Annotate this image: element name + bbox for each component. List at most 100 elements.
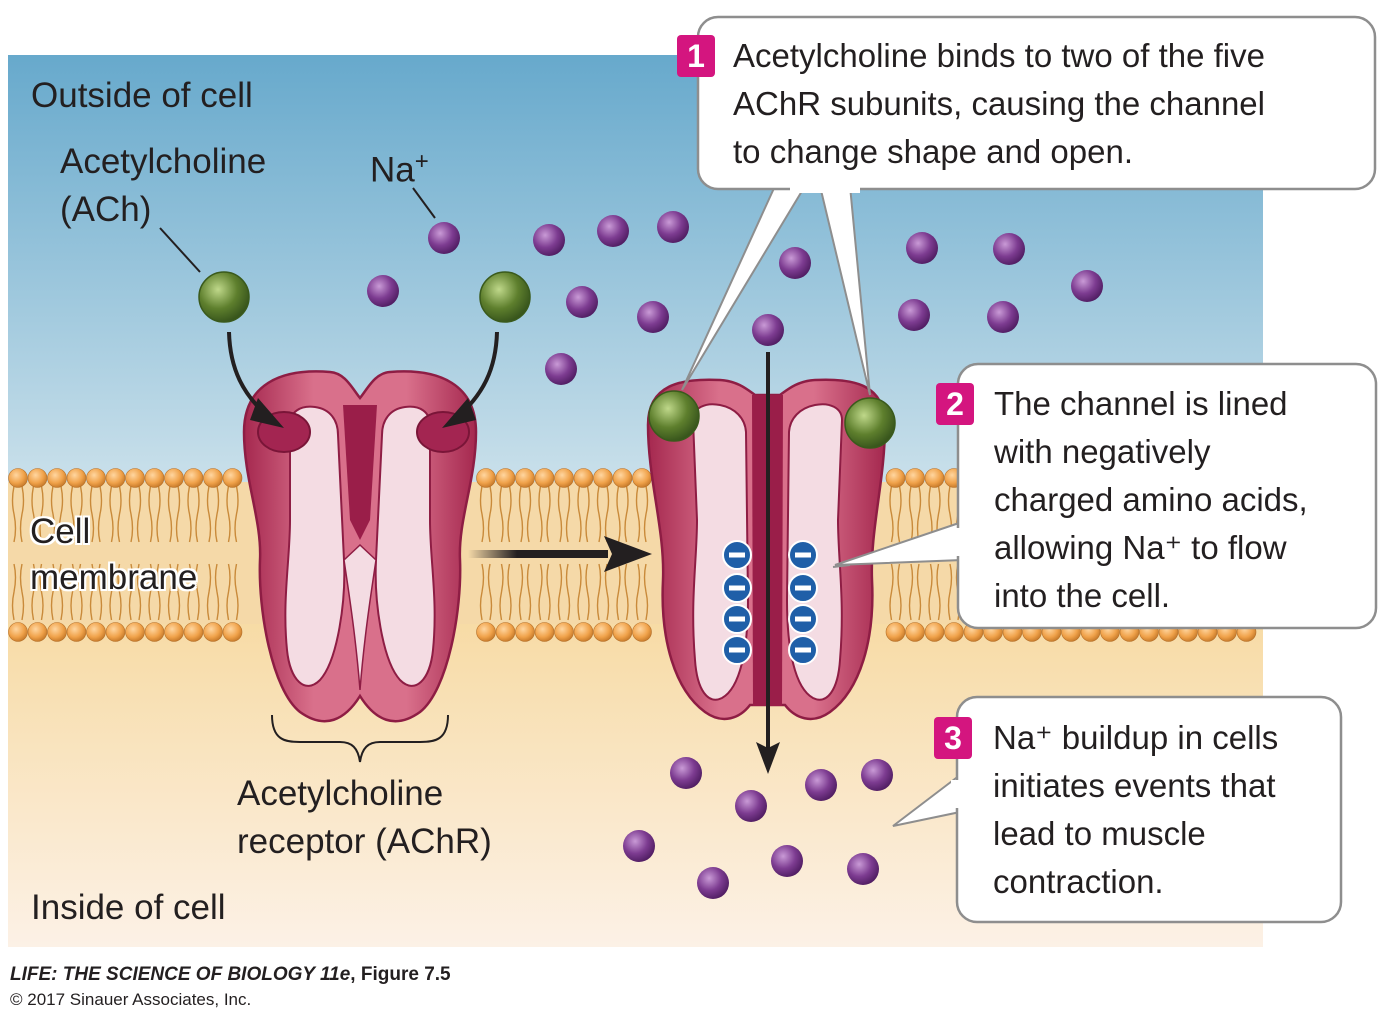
lipid-head [905, 622, 925, 642]
sodium-ion [657, 211, 689, 243]
lipid-head [593, 468, 613, 488]
step-2-line: The channel is lined [994, 385, 1288, 422]
lipid-head [554, 622, 574, 642]
callouts [681, 15, 1378, 924]
lipid-head [515, 622, 535, 642]
acetylcholine-molecule [844, 397, 896, 449]
step-2-badge: 2 [936, 383, 974, 425]
lipid-head [476, 468, 496, 488]
lipid-head [86, 622, 106, 642]
sodium-ion [697, 867, 729, 899]
inside-of-cell-label: Inside of cell [31, 888, 226, 927]
step-2-line: charged amino acids, [994, 481, 1308, 518]
step-1-line: Acetylcholine binds to two of the five [733, 37, 1265, 74]
sodium-ion [623, 830, 655, 862]
lipid-head [476, 622, 496, 642]
sodium-ion [670, 757, 702, 789]
lipid-head [612, 468, 633, 488]
sodium-ion [771, 845, 803, 877]
lipid-head [885, 622, 906, 642]
sodium-ion [779, 247, 811, 279]
acetylcholine-label-line2: (ACh) [60, 190, 152, 229]
lipid-head [554, 468, 574, 488]
lipid-head [905, 468, 925, 488]
step-1-badge: 1 [677, 35, 715, 77]
step-3-line: contraction. [993, 863, 1164, 900]
outside-of-cell-label: Outside of cell [31, 76, 253, 115]
arrows [227, 331, 780, 774]
sodium-ion [847, 853, 879, 885]
lipid-head [495, 622, 516, 642]
lipid-head [164, 468, 184, 488]
lipid-head [105, 622, 126, 642]
sodium-ion [367, 275, 399, 307]
lipid-head [924, 622, 945, 642]
lipid-head [86, 468, 106, 488]
sodium-ion [861, 759, 893, 791]
lipid-head [105, 468, 126, 488]
sodium-ion [428, 222, 460, 254]
figure-credit: LIFE: THE SCIENCE OF BIOLOGY 11e, Figure… [10, 964, 451, 986]
sodium-label-text: Na [370, 150, 415, 190]
sodium-ion [533, 224, 565, 256]
step-2-text: The channel is lined with negatively cha… [994, 380, 1308, 620]
step-1-line: AChR subunits, causing the channel [733, 85, 1265, 122]
step-3-line: initiates events that [993, 767, 1276, 804]
sodium-ion [993, 233, 1025, 265]
sodium-ion [898, 299, 930, 331]
step-2-line: with negatively [994, 433, 1211, 470]
lipid-head [534, 468, 555, 488]
molecules [198, 211, 1103, 899]
sodium-ion [752, 314, 784, 346]
acetylcholine-label: Acetylcholine (ACh) [60, 138, 266, 234]
sodium-ion [906, 232, 938, 264]
cell-membrane-label-line1: Cell [30, 512, 91, 551]
step-3-line: Na⁺ buildup in cells [993, 719, 1279, 756]
lipid-head [222, 468, 243, 488]
lipid-head [183, 622, 204, 642]
lipid-head [885, 468, 906, 488]
figure-number: , Figure 7.5 [350, 964, 451, 985]
lipid-head [144, 468, 165, 488]
lipid-head [924, 468, 945, 488]
lipid-head [183, 468, 204, 488]
lipid-head [515, 468, 535, 488]
sodium-ion [637, 301, 669, 333]
lipid-head [203, 468, 223, 488]
lipid-head [27, 468, 48, 488]
book-title: LIFE: THE SCIENCE OF BIOLOGY 11e [10, 964, 351, 985]
achr-label: Acetylcholine receptor (AChR) [237, 770, 492, 866]
sodium-ion [545, 353, 577, 385]
lipid-head [47, 468, 67, 488]
lipid-head [573, 468, 594, 488]
acetylcholine-molecule [198, 271, 250, 323]
achr-label-line2: receptor (AChR) [237, 822, 492, 861]
step-2-line: allowing Na⁺ to flow [994, 529, 1287, 566]
step-3-badge: 3 [934, 717, 972, 759]
lipid-head [8, 468, 28, 488]
acetylcholine-molecule [648, 390, 700, 442]
cell-membrane-label-line2: membrane [30, 558, 198, 597]
sodium-ion [566, 286, 598, 318]
sodium-ion [987, 301, 1019, 333]
lipid-head [144, 622, 165, 642]
lipid-head [612, 622, 633, 642]
step-3-line: lead to muscle [993, 815, 1206, 852]
lipid-head [593, 622, 613, 642]
sodium-ion [1071, 270, 1103, 302]
sodium-ion [597, 215, 629, 247]
step-1-text: Acetylcholine binds to two of the five A… [733, 32, 1265, 176]
lipid-head [8, 622, 28, 642]
achr-label-line1: Acetylcholine [237, 774, 444, 813]
lipid-head [495, 468, 516, 488]
lipid-head [573, 622, 594, 642]
sodium-ion [805, 769, 837, 801]
acetylcholine-label-line1: Acetylcholine [60, 142, 267, 181]
lipid-head [125, 468, 145, 488]
lipid-head [632, 622, 652, 642]
cell-membrane-label: Cell membrane [30, 509, 197, 601]
sodium-label-charge: + [414, 148, 429, 175]
lipid-head [125, 622, 145, 642]
